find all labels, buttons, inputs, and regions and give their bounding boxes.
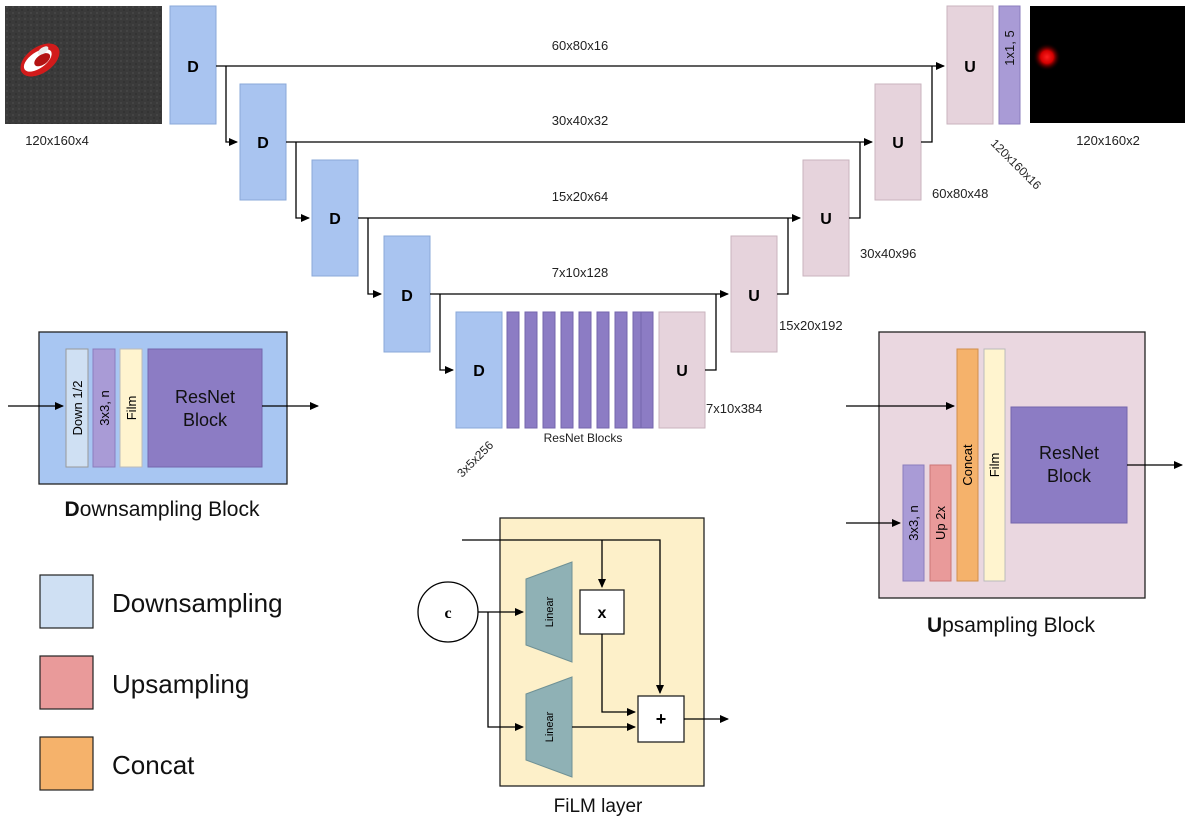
resnet-label-line1: ResNet (175, 387, 235, 407)
film-layer-detail: c Linear Linear x + (418, 518, 728, 786)
downsampling-block-detail: Down 1/2 3x3, n Film ResNet Block (8, 332, 318, 484)
film-label: Film (987, 453, 1002, 478)
condition-label: c (444, 605, 451, 622)
upsampling-block-caption: Upsampling Block (927, 614, 1096, 637)
legend-swatch (40, 656, 93, 709)
up-block-label: U (676, 363, 688, 380)
down-block-label: D (473, 363, 485, 380)
skip-size-label-4: 7x10x128 (552, 265, 608, 280)
downsampling-block-caption: Downsampling Block (65, 498, 260, 521)
resnet-label-line1: ResNet (1039, 443, 1099, 463)
up2x-label: Up 2x (933, 506, 948, 540)
up-block-5: U (659, 312, 705, 428)
up-block-2: U (875, 84, 921, 200)
conv-label: 3x3, n (97, 390, 112, 425)
legend-item-upsampling: Upsampling (40, 656, 249, 709)
input-image (5, 6, 162, 124)
legend-item-concat: Concat (40, 737, 195, 790)
down-half-label: Down 1/2 (70, 381, 85, 436)
resnet-label-line2: Block (183, 410, 228, 430)
resnet-blocks (507, 312, 653, 428)
up-block-label: U (748, 288, 760, 305)
down-block-label: D (329, 211, 341, 228)
down-block-3: D (312, 160, 358, 276)
caption-rest: ownsampling Block (80, 498, 260, 521)
skip-size-label-2: 30x40x32 (552, 113, 608, 128)
skip-size-label-3: 15x20x64 (552, 189, 608, 204)
output-image (1030, 6, 1185, 123)
conv-label: 3x3, n (906, 505, 921, 540)
down-block-label: D (187, 59, 199, 76)
up-block-3: U (803, 160, 849, 276)
upsampling-block-detail: 3x3, n Up 2x Concat Film ResNet Block (846, 332, 1182, 598)
up-block-4: U (731, 236, 777, 352)
resnet-label-line2: Block (1047, 466, 1092, 486)
linear-label: Linear (544, 711, 556, 742)
final-conv-label: 1x1, 5 (1002, 30, 1017, 65)
down-block-label: D (401, 288, 413, 305)
concat-label: Concat (960, 444, 975, 486)
up-block-label: U (820, 211, 832, 228)
caption-bold-letter: D (65, 498, 80, 521)
up-block-label: U (892, 135, 904, 152)
up-output-size-5: 7x10x384 (706, 401, 762, 416)
legend-label: Downsampling (112, 588, 283, 618)
up-output-size-2: 60x80x48 (932, 186, 988, 201)
add-label: + (656, 709, 667, 729)
legend-swatch (40, 575, 93, 628)
film-layer-caption: FiLM layer (554, 796, 643, 817)
down-block-2: D (240, 84, 286, 200)
output-size-label: 120x160x2 (1076, 133, 1140, 148)
final-conv-block: 1x1, 5 (999, 6, 1020, 124)
resnet-blocks-label: ResNet Blocks (544, 431, 623, 445)
caption-bold-letter: U (927, 614, 942, 637)
down-block-1: D (170, 6, 216, 124)
legend-label: Concat (112, 750, 195, 780)
linear-label: Linear (544, 596, 556, 627)
bottleneck-size-label: 3x5x256 (454, 438, 496, 480)
legend-swatch (40, 737, 93, 790)
down-block-label: D (257, 135, 269, 152)
legend: Downsampling Upsampling Concat (40, 575, 283, 790)
final-conv-size-label: 120x160x16 (988, 136, 1044, 192)
multiply-label: x (598, 605, 607, 622)
caption-rest: psampling Block (942, 614, 1095, 637)
down-block-4: D (384, 236, 430, 352)
film-label: Film (124, 396, 139, 421)
down-block-5: D (456, 312, 502, 428)
up-block-label: U (964, 59, 976, 76)
legend-label: Upsampling (112, 669, 249, 699)
input-size-label: 120x160x4 (25, 133, 89, 148)
up-block-1: U (947, 6, 993, 124)
up-output-size-3: 30x40x96 (860, 246, 916, 261)
skip-size-label-1: 60x80x16 (552, 38, 608, 53)
up-output-size-4: 15x20x192 (779, 318, 843, 333)
legend-item-downsampling: Downsampling (40, 575, 283, 628)
